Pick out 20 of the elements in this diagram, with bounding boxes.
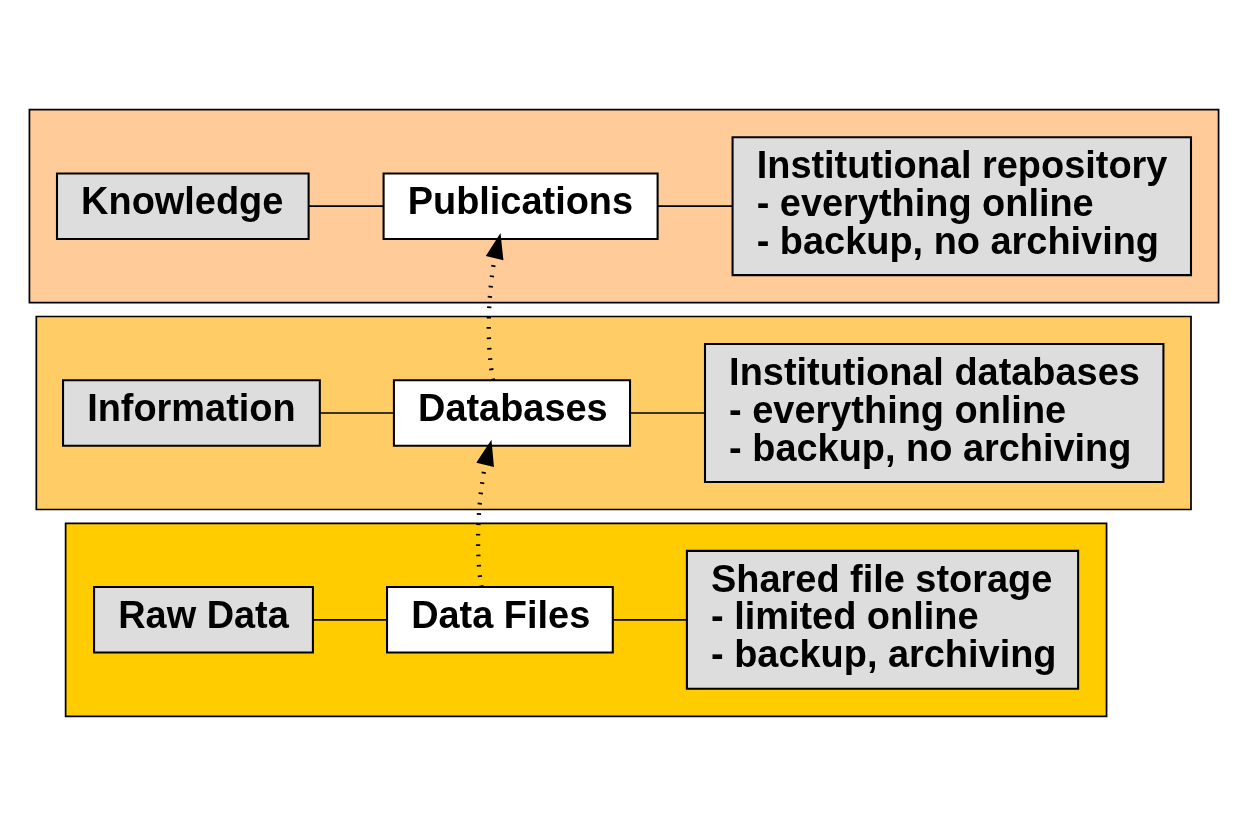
connector (656, 204, 734, 207)
node-box: Information (62, 378, 321, 447)
node-box: Knowledge (55, 171, 310, 240)
connector (312, 618, 388, 621)
connector (307, 204, 385, 207)
node-box: Shared file storage - limited online - backup, archiving (685, 549, 1080, 690)
node-box: Institutional repository - everything online - backup, no archiving (731, 135, 1193, 276)
node-box: Institutional databases - everything online - backup, no archiving (703, 342, 1165, 483)
cluster (35, 315, 1192, 510)
arrow (475, 439, 494, 587)
connector (612, 618, 688, 621)
node-box: Publications (382, 171, 659, 240)
node-box: Databases (392, 378, 632, 447)
cluster (28, 108, 1220, 304)
node-box: Raw Data (93, 585, 314, 654)
connector (629, 411, 706, 414)
connector (319, 411, 395, 414)
arrow (485, 232, 504, 381)
node-box: Data Files (386, 585, 614, 654)
cluster (64, 521, 1108, 717)
